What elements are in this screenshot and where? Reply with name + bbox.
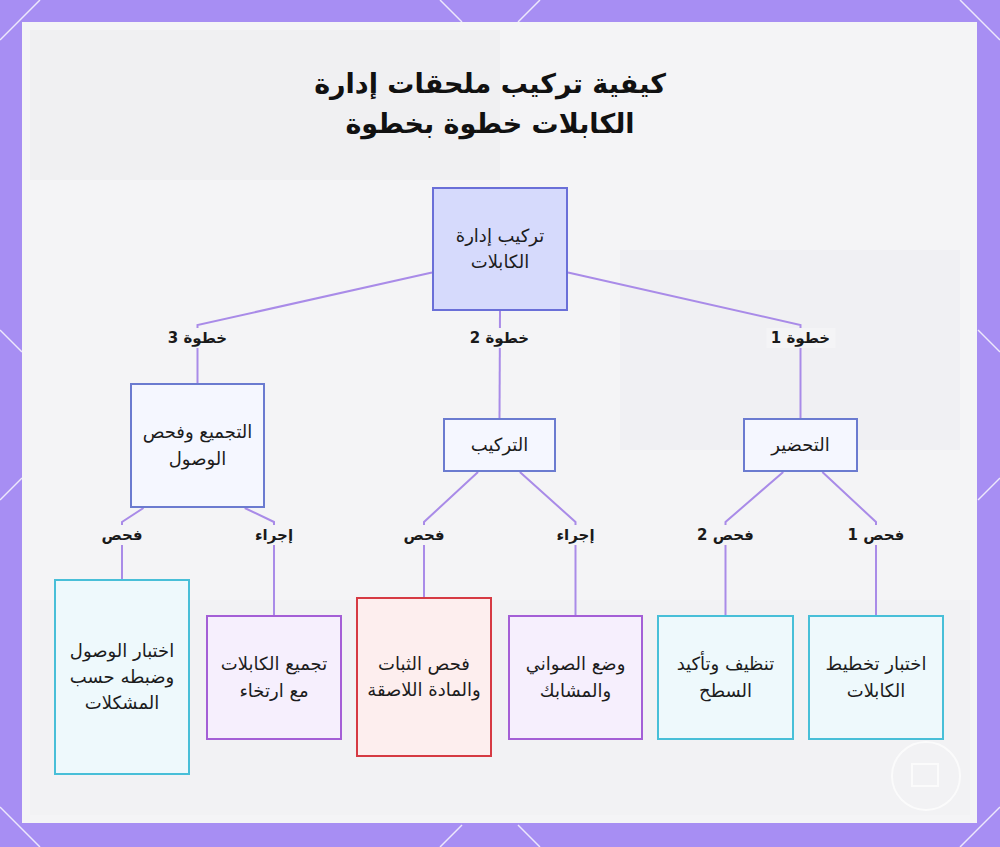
blurred-photo	[30, 30, 970, 815]
check-box: اختبار تخطيط الكابلات	[808, 615, 944, 740]
edge-label: فحص 2	[692, 525, 759, 545]
root-box: تركيب إدارة الكابلات	[432, 187, 568, 311]
node-text: تنظيف وتأكيد السطح	[667, 651, 784, 703]
action-box: وضع الصواني والمشابك	[508, 615, 643, 740]
node-text: اختبار الوصول وضبطه حسب المشكلات	[64, 638, 180, 716]
edge-label: خطوة 2	[465, 328, 534, 348]
step-box: التجميع وفحص الوصول	[130, 383, 265, 508]
check-box: اختبار الوصول وضبطه حسب المشكلات	[54, 579, 190, 775]
node-text: التركيب	[471, 432, 529, 458]
panel	[22, 22, 977, 823]
edge-label: إجراء	[250, 525, 298, 545]
edge-label: فحص	[398, 525, 449, 545]
logo-mark	[892, 742, 960, 810]
node-text: تجميع الكابلات مع ارتخاء	[216, 651, 332, 703]
node-text: التحضير	[771, 432, 830, 458]
edge-label: فحص 1	[843, 525, 910, 545]
node-text: اختبار تخطيط الكابلات	[818, 651, 934, 703]
step-box: التركيب	[443, 418, 556, 472]
check-box: تنظيف وتأكيد السطح	[657, 615, 794, 740]
edge-label: فحص	[96, 525, 147, 545]
node-text: التجميع وفحص الوصول	[140, 419, 255, 471]
connector	[198, 273, 433, 383]
node-text: فحص الثبات والمادة اللاصقة	[366, 651, 482, 703]
edge-label: خطوة 3	[163, 328, 232, 348]
edge-label: إجراء	[551, 525, 599, 545]
edge-label: خطوة 1	[766, 328, 835, 348]
diagram-title: كيفية تركيب ملحقات إدارة الكابلات خطوة ب…	[270, 64, 710, 144]
node-text: تركيب إدارة الكابلات	[442, 223, 558, 275]
node-text: وضع الصواني والمشابك	[518, 651, 633, 703]
check-box-alert: فحص الثبات والمادة اللاصقة	[356, 597, 492, 757]
action-box: تجميع الكابلات مع ارتخاء	[206, 615, 342, 740]
step-box: التحضير	[743, 418, 858, 472]
